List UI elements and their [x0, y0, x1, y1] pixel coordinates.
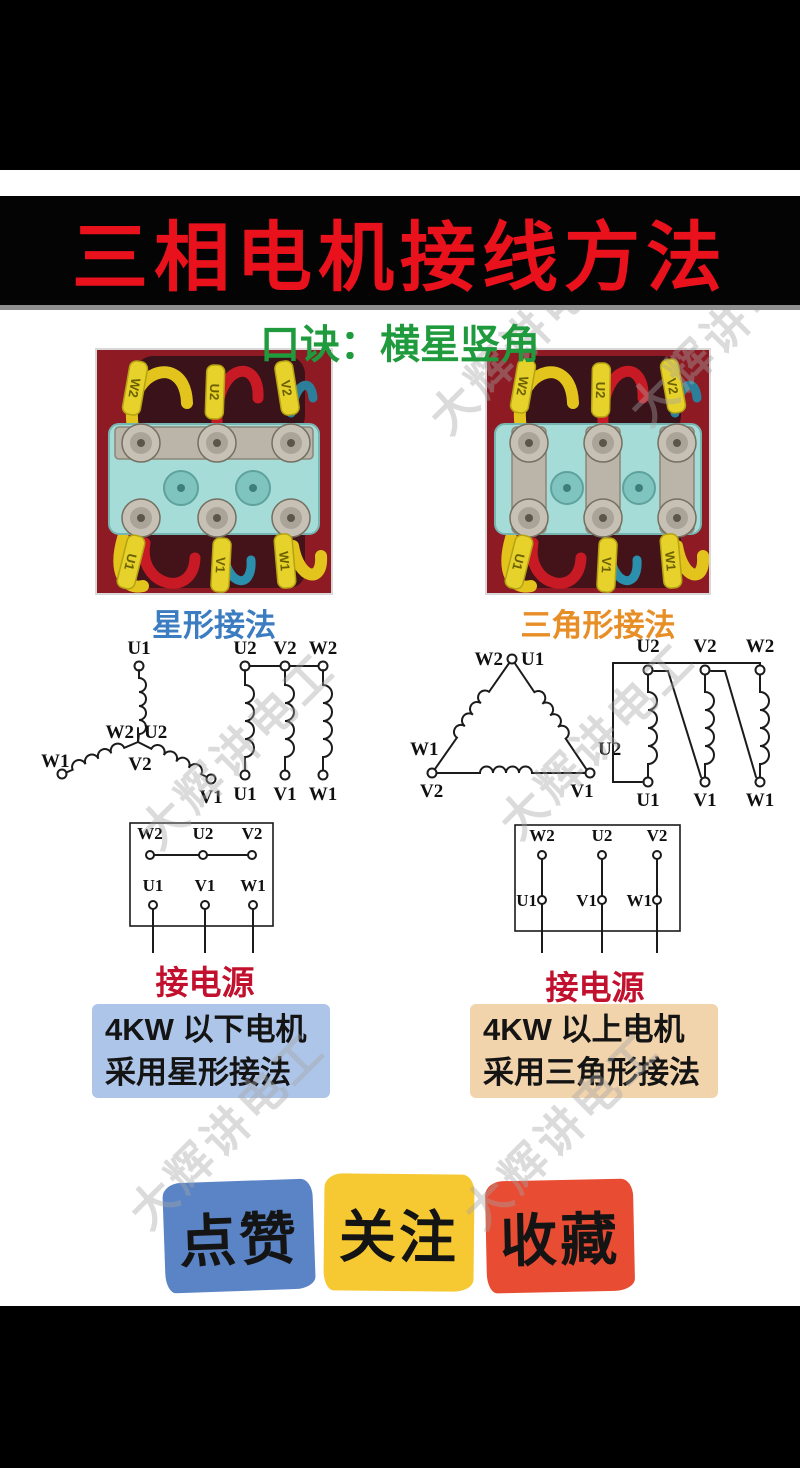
winding-label: V2 — [693, 638, 716, 657]
terminal-label: U1 — [516, 891, 537, 910]
winding-label: U1 — [127, 638, 150, 659]
terminal-label: V2 — [242, 824, 263, 843]
wire-marker: W1 — [273, 533, 297, 589]
red-wire — [138, 537, 201, 589]
terminal-label: V2 — [647, 826, 668, 845]
terminal-label: W1 — [627, 891, 653, 910]
star-section-label: 星形接法 — [152, 608, 276, 643]
note-line: 4KW 以下电机 — [105, 1012, 307, 1047]
winding-label: V2 — [128, 754, 151, 775]
mnemonic-subtitle: 口诀：横星竖角 — [260, 323, 540, 367]
winding-label: V1 — [199, 787, 222, 808]
svg-text:W2: W2 — [513, 375, 531, 397]
winding-label: W2 — [106, 722, 135, 743]
winding-label: W1 — [746, 790, 775, 811]
like-button[interactable]: 点赞 — [162, 1178, 316, 1294]
winding-label: W1 — [410, 739, 439, 760]
bottom-letterbox-bar — [0, 1306, 800, 1468]
winding-label: V2 — [420, 781, 443, 802]
terminal-label: W2 — [529, 826, 555, 845]
svg-text:V1: V1 — [213, 557, 229, 574]
red-wire — [526, 537, 587, 589]
winding-label: U2 — [598, 739, 621, 760]
terminal-bolt — [583, 498, 623, 538]
star-terminal-box-diagram: W2 U2 V2 U1 V1 W1 — [129, 822, 274, 953]
winding-label: W2 — [309, 638, 338, 659]
winding-label: U2 — [233, 638, 256, 659]
svg-text:V1: V1 — [599, 557, 615, 574]
winding-label: W2 — [475, 649, 504, 670]
winding-label: W1 — [41, 751, 70, 772]
note-line: 4KW 以上电机 — [483, 1012, 685, 1047]
favorite-button[interactable]: 收藏 — [484, 1178, 636, 1294]
delta-connection-photo: W2 U2 V2 U1 V1 W1 — [485, 348, 711, 595]
follow-button[interactable]: 关注 — [323, 1173, 475, 1292]
wire-marker: W1 — [659, 533, 683, 589]
note-line: 采用三角形接法 — [483, 1055, 700, 1090]
wire-marker: V1 — [596, 537, 618, 593]
delta-section-label: 三角形接法 — [520, 608, 676, 643]
note-line: 采用星形接法 — [105, 1055, 291, 1090]
title-banner: 三相电机接线方法 — [0, 196, 800, 310]
page-title: 三相电机接线方法 — [72, 215, 728, 301]
yellow-wire — [287, 540, 328, 581]
terminal-bolt — [583, 423, 623, 463]
svg-text:W1: W1 — [276, 551, 293, 572]
svg-text:U2: U2 — [207, 383, 223, 400]
winding-label: U2 — [144, 722, 167, 743]
wire-marker: U1 — [504, 534, 534, 590]
wire-marker: V2 — [659, 358, 687, 414]
svg-text:W1: W1 — [662, 551, 679, 572]
delta-note-box: 4KW 以上电机 采用三角形接法 — [470, 1004, 718, 1098]
wire-marker: V1 — [210, 537, 232, 593]
terminal-bolt — [271, 423, 311, 463]
terminal-label: U2 — [193, 824, 214, 843]
winding-label: U1 — [233, 784, 256, 805]
star-connection-photo: W2 U2 V2 U1 V1 W1 — [95, 348, 333, 595]
delta-power-label: 接电源 — [545, 969, 645, 1006]
terminal-label: U1 — [143, 876, 164, 895]
terminal-bolt — [271, 498, 311, 538]
top-letterbox-bar — [0, 0, 800, 170]
terminal-bolt — [657, 423, 697, 463]
wire-marker: U2 — [204, 364, 226, 420]
wire-marker: U2 — [590, 362, 612, 418]
star-wiring-diagram: U1 W2 U2 V2 W1 V1 U2 V2 W2 U1 V1 W1 — [41, 638, 338, 808]
svg-text:U2: U2 — [593, 382, 608, 399]
winding-label: V1 — [273, 784, 296, 805]
terminal-bolt — [509, 423, 549, 463]
svg-text:U1: U1 — [509, 552, 528, 572]
terminal-bolt — [197, 423, 237, 463]
winding-label: U2 — [636, 638, 659, 657]
winding-label: U1 — [521, 649, 544, 670]
svg-text:V2: V2 — [664, 377, 682, 395]
winding-label: U1 — [636, 790, 659, 811]
star-note-box: 4KW 以下电机 采用星形接法 — [92, 1004, 330, 1098]
delta-terminal-box-diagram: W2 U2 V2 U1 V1 W1 — [514, 824, 681, 953]
svg-text:V2: V2 — [278, 379, 295, 397]
winding-label: V1 — [693, 790, 716, 811]
star-power-label: 接电源 — [155, 964, 255, 1001]
terminal-bolt — [121, 423, 161, 463]
winding-label: V2 — [273, 638, 296, 659]
winding-label: W2 — [746, 638, 775, 657]
delta-wiring-diagram: W2 U1 W1 V2 U2 V1 U2 V2 W2 U1 V1 W1 — [410, 638, 775, 811]
terminal-bolt — [509, 498, 549, 538]
winding-label: W1 — [309, 784, 338, 805]
terminal-label: V1 — [576, 891, 597, 910]
winding-label: V1 — [570, 781, 593, 802]
wire-marker: U1 — [116, 534, 146, 590]
terminal-label: W1 — [240, 876, 266, 895]
svg-text:U1: U1 — [121, 552, 140, 572]
terminal-bolt — [657, 498, 697, 538]
wire-marker: W2 — [509, 358, 537, 414]
wire-marker: V2 — [274, 360, 300, 416]
terminal-label: V1 — [195, 876, 216, 895]
terminal-label: U2 — [592, 826, 613, 845]
terminal-label: W2 — [137, 824, 163, 843]
wire-marker: W2 — [121, 360, 149, 416]
terminal-bolt — [121, 498, 161, 538]
terminal-bolt — [197, 498, 237, 538]
svg-text:W2: W2 — [125, 377, 143, 399]
